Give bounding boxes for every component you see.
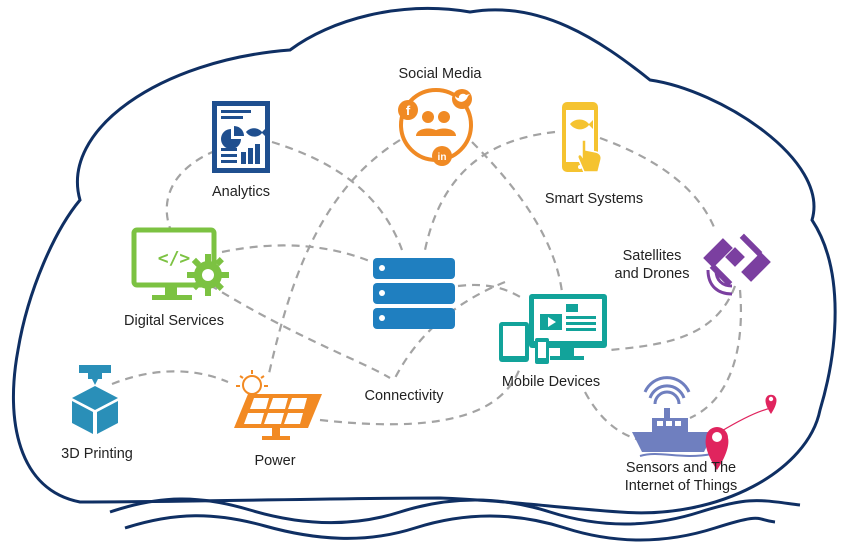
satellite-icon — [703, 233, 771, 296]
connector-smart-satellite — [599, 136, 718, 233]
connector-social-mobile — [471, 141, 564, 293]
svg-text:f: f — [406, 103, 411, 118]
mobile-devices-icon — [499, 294, 607, 364]
connector-satellite-boat — [689, 289, 742, 420]
analytics-label: Analytics — [212, 184, 270, 200]
connector-social-power — [266, 139, 401, 379]
cloud-outline — [12, 6, 837, 515]
connector-satellite-mobile — [609, 285, 737, 352]
satellites-label-line2: and Drones — [615, 266, 690, 282]
small-map-pin-icon — [765, 394, 777, 414]
connectivity-label: Connectivity — [365, 388, 445, 404]
svg-text:in: in — [438, 152, 447, 163]
wave-line-2 — [124, 514, 776, 542]
connector-power-mobile — [319, 367, 522, 426]
svg-text:</>: </> — [158, 248, 191, 269]
smartphone-touch-icon — [562, 102, 602, 173]
computer-code-gear-icon: </> — [131, 227, 229, 300]
connector-analytics-server — [271, 140, 404, 251]
connector-digital-connectivity — [209, 284, 391, 379]
3d-printing-label: 3D Printing — [61, 446, 133, 462]
satellites-label-line1: Satellites — [623, 248, 682, 264]
analytics-report-icon — [212, 101, 270, 173]
connector-mobile-boat — [584, 391, 641, 442]
solar-panel-icon — [234, 370, 322, 440]
mobile-devices-label: Mobile Devices — [502, 374, 600, 390]
connectors — [111, 130, 773, 442]
digital-services-label: Digital Services — [124, 313, 224, 329]
power-label: Power — [254, 453, 295, 469]
social-media-icon: f in — [398, 88, 473, 166]
server-stack-icon — [373, 258, 455, 329]
map-pin-icon — [705, 427, 729, 470]
boat-sensor-icon — [632, 376, 714, 457]
social-media-label: Social Media — [398, 66, 482, 82]
connector-analytics-digital — [165, 140, 243, 229]
smart-systems-label: Smart Systems — [545, 191, 643, 207]
sensors-label-line1: Sensors and The — [626, 460, 736, 476]
connector-3d-power — [111, 370, 229, 386]
connector-pin-pin — [719, 407, 773, 433]
3d-printer-icon — [72, 365, 118, 434]
connector-digital-server — [221, 244, 373, 264]
sensors-label-line2: Internet of Things — [625, 478, 738, 494]
wave-line-1 — [109, 497, 801, 526]
